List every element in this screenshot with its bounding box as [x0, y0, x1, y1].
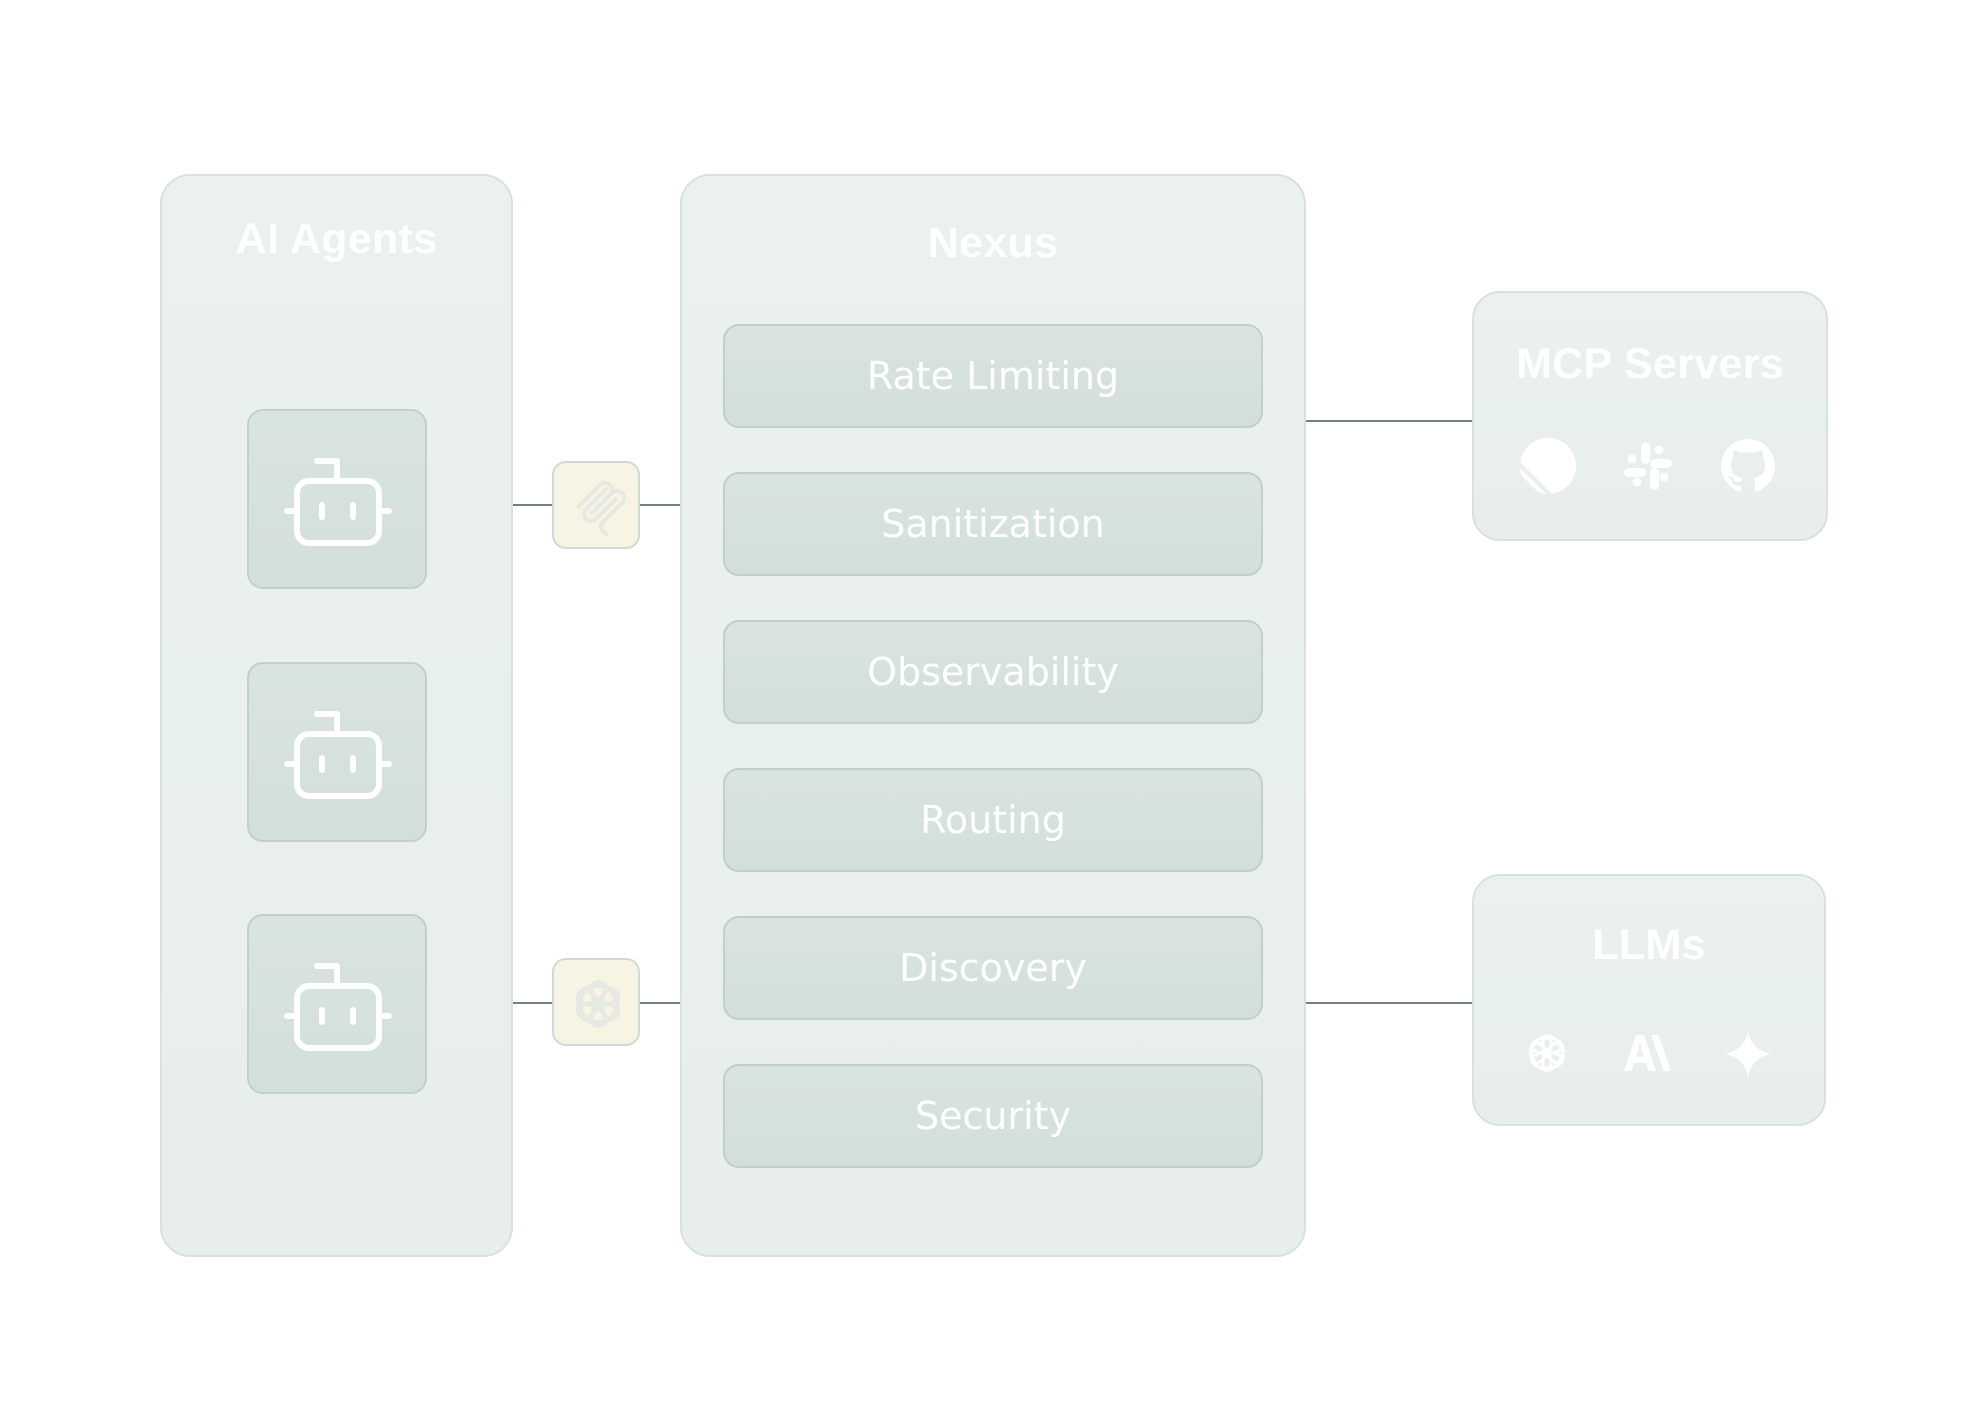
connector-line [1306, 1002, 1472, 1004]
github-logo-icon [1718, 436, 1778, 496]
agent-card-2[interactable] [247, 662, 427, 842]
connector-line [639, 504, 680, 506]
mcp-logo-icon [576, 480, 627, 537]
nexus-title: Nexus [927, 219, 1059, 267]
agent-card-1[interactable] [247, 409, 427, 589]
bot-icon [284, 963, 392, 1051]
openai-protocol-badge[interactable] [552, 958, 640, 1046]
module-label: Observability [867, 650, 1119, 694]
agent-card-3[interactable] [247, 914, 427, 1094]
gemini-logo-icon [1718, 1024, 1778, 1084]
openai-logo-icon [1517, 1023, 1577, 1083]
connector-line [513, 1002, 553, 1004]
bot-icon [284, 711, 392, 799]
openai-logo-icon [576, 980, 620, 1028]
bot-icon [284, 458, 392, 546]
mcp-servers-title: MCP Servers [1516, 340, 1784, 388]
connector-line [1306, 420, 1472, 422]
module-security[interactable]: Security [723, 1064, 1263, 1168]
llms-title: LLMs [1592, 921, 1706, 969]
llms-panel: LLMs [1472, 874, 1826, 1126]
ai-agents-title: AI Agents [235, 215, 438, 263]
module-routing[interactable]: Routing [723, 768, 1263, 872]
module-label: Security [914, 1094, 1072, 1138]
anthropic-logo-icon [1618, 1023, 1678, 1083]
module-sanitization[interactable]: Sanitization [723, 472, 1263, 576]
module-rate-limiting[interactable]: Rate Limiting [723, 324, 1263, 428]
module-label: Routing [920, 798, 1066, 842]
connector-line [513, 504, 553, 506]
module-label: Sanitization [881, 502, 1105, 546]
module-label: Rate Limiting [866, 354, 1120, 398]
connector-line [639, 1002, 680, 1004]
module-observability[interactable]: Observability [723, 620, 1263, 724]
linear-logo-icon [1518, 436, 1578, 496]
mcp-protocol-badge[interactable] [552, 461, 640, 549]
mcp-servers-panel: MCP Servers [1472, 291, 1828, 541]
module-discovery[interactable]: Discovery [723, 916, 1263, 1020]
slack-logo-icon [1618, 436, 1678, 496]
module-label: Discovery [899, 946, 1087, 990]
